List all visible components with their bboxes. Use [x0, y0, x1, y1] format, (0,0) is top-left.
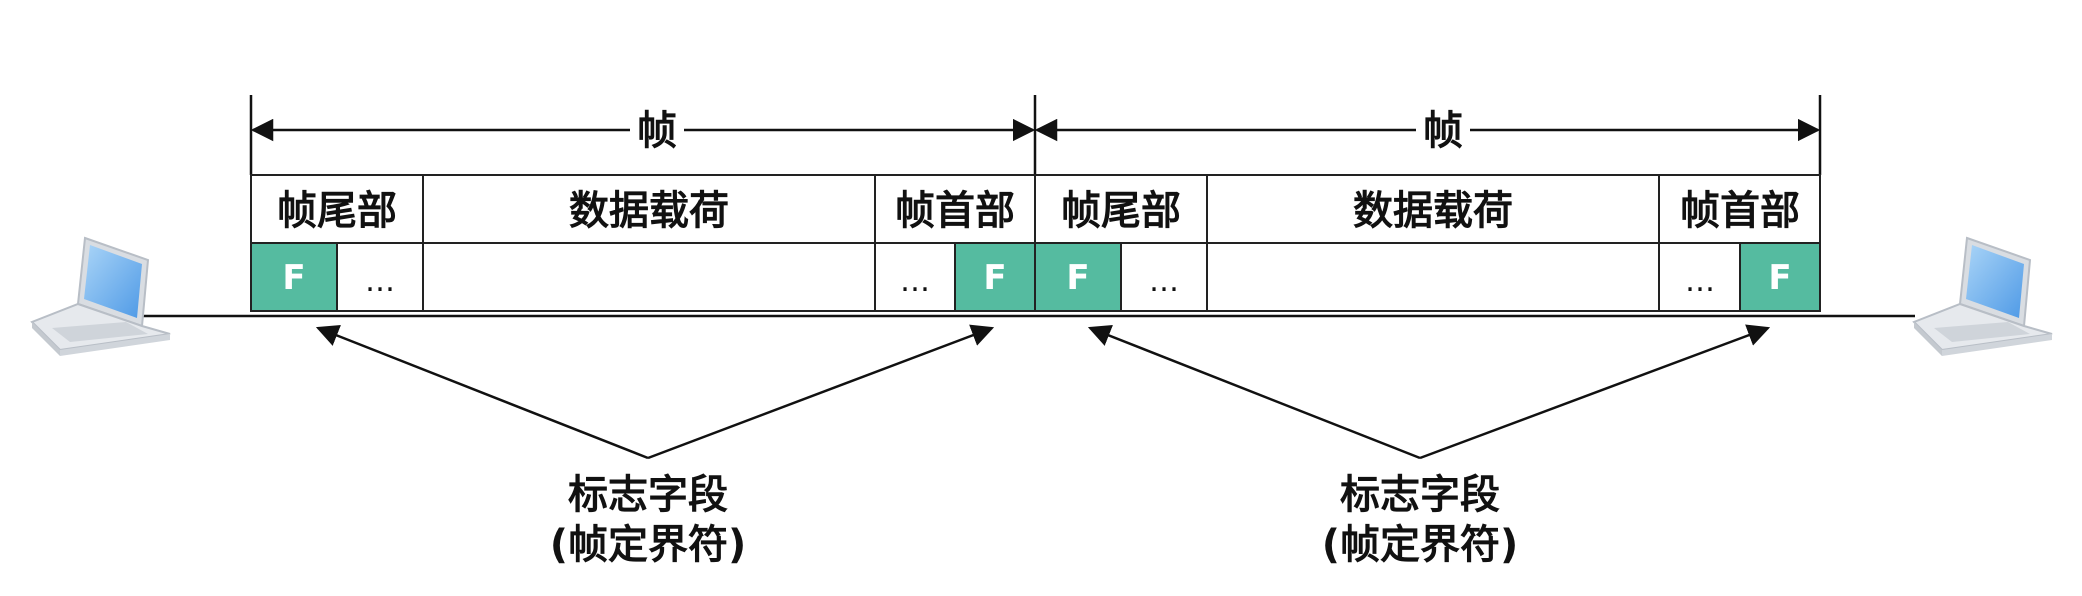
- flag-letter: F: [1066, 258, 1089, 298]
- flag-letter: F: [1768, 258, 1791, 298]
- ellipsis: …: [900, 264, 930, 299]
- flag-letter: F: [282, 258, 305, 298]
- trailer-cell: [250, 174, 424, 244]
- flag-box-right: [954, 242, 1036, 312]
- trailer-cell: [1034, 174, 1208, 244]
- header-cell: [1658, 174, 1821, 244]
- annotation-subtitle: (帧定界符): [1322, 522, 1519, 568]
- payload-label: 数据载荷: [1353, 188, 1513, 234]
- frame-span-label: 帧: [1423, 108, 1463, 154]
- payload-content: [422, 242, 876, 312]
- ellipsis: …: [1685, 264, 1715, 299]
- trailer-content: [336, 242, 424, 312]
- header-cell: [874, 174, 1036, 244]
- header-content: [1658, 242, 1741, 312]
- ellipsis: …: [1149, 264, 1179, 299]
- pointer-arrow: [1087, 324, 1421, 460]
- flag-box-right: [1739, 242, 1821, 312]
- payload-label: 数据载荷: [569, 188, 729, 234]
- flag-annotation-2: 标志字段 (帧定界符): [1087, 324, 1771, 568]
- annotation-title: 标志字段: [568, 472, 728, 518]
- trailer-label: 帧尾部: [1061, 188, 1181, 234]
- pointer-arrow: [647, 324, 995, 460]
- laptop-icon: [30, 236, 171, 356]
- annotation-title: 标志字段: [1340, 472, 1500, 518]
- pointer-arrow: [315, 324, 649, 460]
- flag-letter: F: [983, 258, 1006, 298]
- ellipsis: …: [365, 264, 395, 299]
- trailer-content: [1120, 242, 1208, 312]
- trailer-label: 帧尾部: [277, 188, 397, 234]
- laptop-icon: [1912, 236, 2053, 356]
- flag-box-left: [1034, 242, 1122, 312]
- pointer-arrow: [1419, 324, 1771, 460]
- flag-annotation-1: 标志字段 (帧定界符): [315, 324, 995, 568]
- frame-2: 帧 帧尾部 数据载荷 帧首部 F … … F: [1034, 95, 1822, 312]
- header-label: 帧首部: [1680, 188, 1800, 234]
- frame-span-label: 帧: [637, 108, 677, 154]
- annotation-subtitle: (帧定界符): [550, 522, 747, 568]
- header-label: 帧首部: [895, 188, 1015, 234]
- frame-1: 帧 帧尾部 数据载荷 帧首部 F … … F: [249, 95, 1037, 312]
- payload-content: [1206, 242, 1660, 312]
